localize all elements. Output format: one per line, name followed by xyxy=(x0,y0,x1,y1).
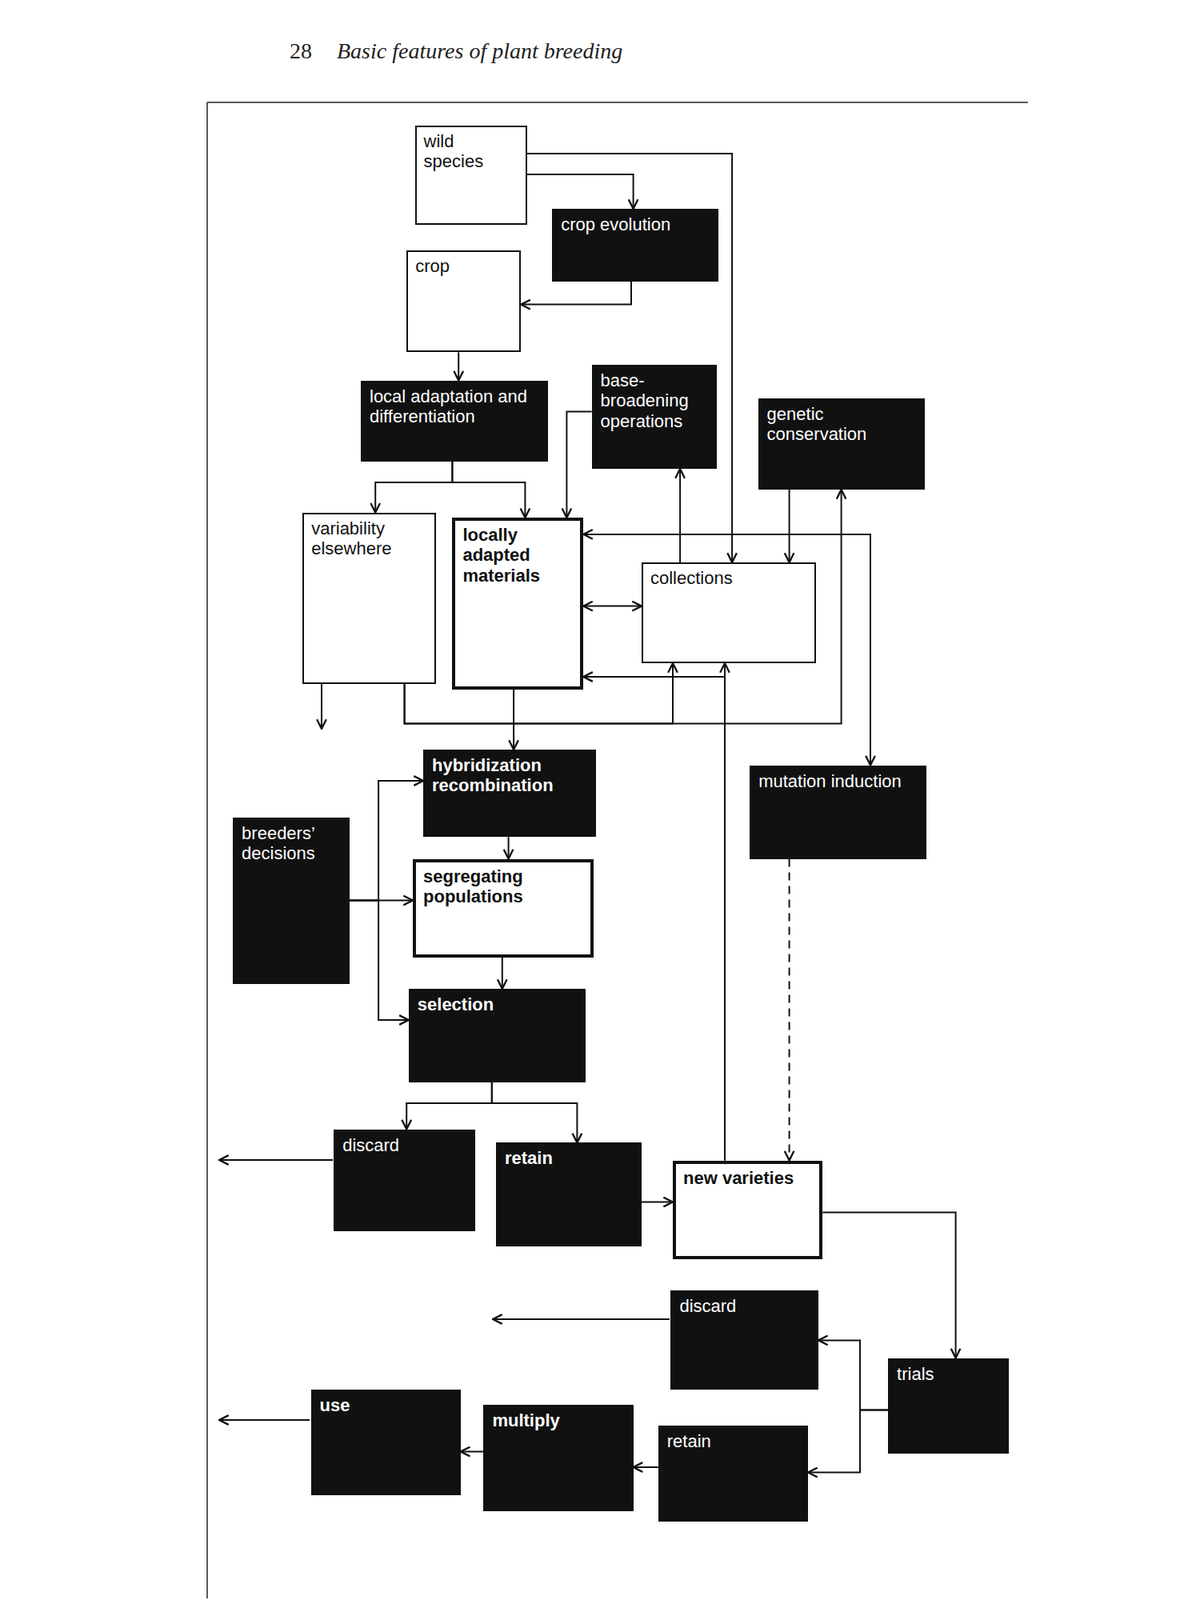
process-box: base- broadening operations xyxy=(592,364,717,469)
material-box: crop xyxy=(406,250,521,352)
connector xyxy=(527,174,634,209)
material-box: collections xyxy=(641,562,816,664)
process-box: genetic conservation xyxy=(758,398,925,490)
box-label: new varieties xyxy=(683,1168,812,1188)
connector xyxy=(822,1212,956,1359)
connector xyxy=(349,900,409,1021)
connector xyxy=(566,412,592,519)
frame-line xyxy=(207,101,1028,104)
box-label: segregating populations xyxy=(423,866,584,908)
connector xyxy=(508,836,510,859)
box-label: genetic conservation xyxy=(767,404,916,445)
connector xyxy=(818,1340,888,1410)
box-label: wild species xyxy=(424,131,519,172)
open-arrow xyxy=(320,684,323,729)
connector xyxy=(452,461,525,518)
running-head: Basic features of plant breeding xyxy=(336,38,623,64)
open-arrow xyxy=(492,1318,670,1320)
material-box: locally adapted materials xyxy=(452,517,584,690)
process-box: retain xyxy=(496,1142,642,1247)
connector xyxy=(492,1082,578,1143)
process-box: retain xyxy=(658,1425,808,1522)
dashed-connector xyxy=(788,859,791,1161)
box-label: selection xyxy=(417,994,577,1015)
box-label: breeders’ decisions xyxy=(241,823,341,864)
process-box: discard xyxy=(333,1129,476,1232)
process-box: use xyxy=(311,1389,461,1496)
open-arrow xyxy=(219,1419,310,1421)
connector xyxy=(527,153,732,563)
material-box: segregating populations xyxy=(412,859,594,959)
process-box: local adaptation and differentiation xyxy=(360,380,548,462)
process-box: mutation induction xyxy=(749,765,927,860)
box-label: retain xyxy=(667,1431,800,1452)
connector xyxy=(460,1451,484,1453)
connector xyxy=(583,676,725,1161)
open-arrow xyxy=(219,1159,333,1161)
process-box: crop evolution xyxy=(552,208,719,282)
box-label: trials xyxy=(896,1364,1000,1384)
box-label: discard xyxy=(679,1296,810,1316)
connector xyxy=(457,352,460,380)
process-box: breeders’ decisions xyxy=(232,817,350,984)
process-box: trials xyxy=(888,1358,1009,1455)
connector xyxy=(501,957,504,989)
process-box: selection xyxy=(408,988,586,1083)
box-label: multiply xyxy=(492,1410,624,1431)
box-label: hybridization recombination xyxy=(432,755,588,796)
material-box: variability elsewhere xyxy=(302,512,436,685)
connector xyxy=(375,461,452,513)
box-label: crop evolution xyxy=(560,214,710,235)
connector xyxy=(520,281,632,305)
material-box: wild species xyxy=(415,125,528,225)
material-box: new varieties xyxy=(672,1160,823,1260)
connector xyxy=(641,1201,673,1204)
connector xyxy=(583,534,871,766)
box-label: local adaptation and differentiation xyxy=(369,386,540,428)
box-label: variability elsewhere xyxy=(311,518,427,560)
page-number: 28 xyxy=(289,38,312,64)
connector xyxy=(788,489,791,563)
process-box: hybridization recombination xyxy=(423,749,596,837)
process-box: discard xyxy=(670,1290,819,1390)
connector xyxy=(512,689,515,750)
connector xyxy=(404,489,842,724)
box-label: collections xyxy=(650,568,808,588)
connector xyxy=(808,1410,888,1473)
box-label: use xyxy=(320,1395,452,1416)
box-label: crop xyxy=(415,256,512,276)
process-box: multiply xyxy=(483,1404,633,1512)
box-label: base- broadening operations xyxy=(600,370,708,432)
connector xyxy=(679,468,681,563)
box-label: mutation induction xyxy=(758,771,918,792)
connector xyxy=(633,1466,659,1468)
connector xyxy=(724,663,726,1160)
connector-group xyxy=(349,153,956,1472)
connector xyxy=(406,1082,492,1130)
frame-line xyxy=(206,102,208,1599)
connector xyxy=(583,605,642,608)
box-label: locally adapted materials xyxy=(462,524,573,586)
box-label: discard xyxy=(342,1135,467,1156)
box-label: retain xyxy=(504,1148,633,1168)
